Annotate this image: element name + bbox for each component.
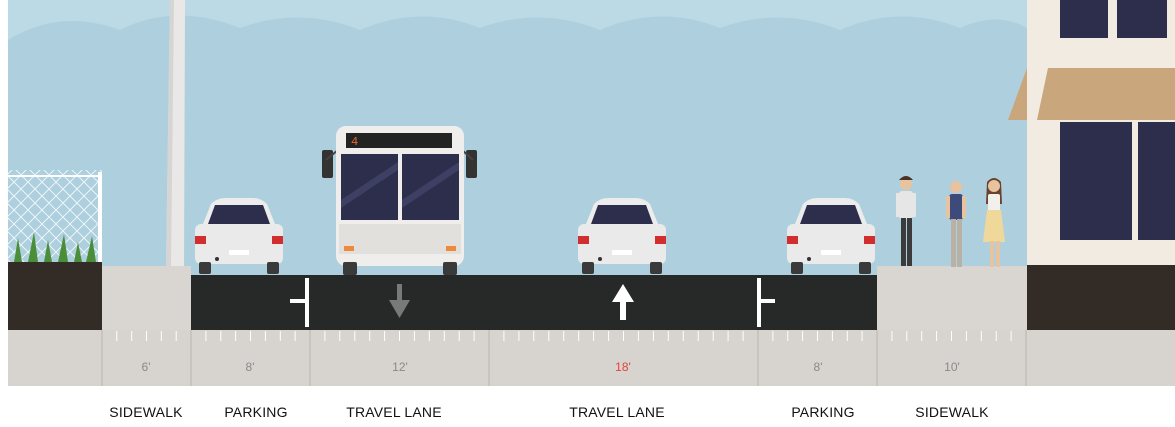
arrow-up-icon xyxy=(612,284,634,320)
measurement-bar xyxy=(8,330,1175,386)
segment-width-sidewalk-left[interactable]: 6' xyxy=(141,360,151,374)
pedestrian-3 xyxy=(983,178,1005,267)
ruler-ticks xyxy=(116,331,1012,341)
segment-label-sidewalk-right[interactable]: SIDEWALK xyxy=(915,404,989,420)
segment-width-travel-lane-2[interactable]: 18' xyxy=(615,360,631,374)
clouds xyxy=(8,0,1030,40)
segment-dividers xyxy=(101,330,1027,386)
bus: 4 xyxy=(322,126,477,275)
segment-width-parking-left[interactable]: 8' xyxy=(245,360,255,374)
segment-label-parking-left[interactable]: PARKING xyxy=(224,404,288,420)
bus-route-number: 4 xyxy=(351,135,358,149)
lamp-post xyxy=(166,0,185,268)
pedestrian-1 xyxy=(896,176,916,266)
car-parking-right xyxy=(787,198,875,274)
building xyxy=(1008,0,1175,330)
pedestrian-2 xyxy=(946,181,966,267)
segment-width-travel-lane-1[interactable]: 12' xyxy=(392,360,408,374)
segment-width-sidewalk-right[interactable]: 10' xyxy=(944,360,960,374)
car-travel-lane xyxy=(578,198,666,274)
segment-label-parking-right[interactable]: PARKING xyxy=(791,404,855,420)
sidewalk-left-surface xyxy=(102,266,191,330)
segment-width-parking-right[interactable]: 8' xyxy=(813,360,823,374)
segment-label-sidewalk-left[interactable]: SIDEWALK xyxy=(109,404,183,420)
planter-soil xyxy=(8,262,102,330)
lane-marking-left xyxy=(290,278,309,327)
lane-marking-right xyxy=(757,278,775,327)
car-parking-left xyxy=(195,198,283,274)
plants xyxy=(14,232,96,262)
segment-label-travel-lane-1[interactable]: TRAVEL LANE xyxy=(346,404,442,420)
sidewalk-right-surface xyxy=(877,266,1027,330)
arrow-down-icon xyxy=(389,284,410,318)
segment-label-travel-lane-2[interactable]: TRAVEL LANE xyxy=(569,404,665,420)
fence xyxy=(8,170,102,264)
